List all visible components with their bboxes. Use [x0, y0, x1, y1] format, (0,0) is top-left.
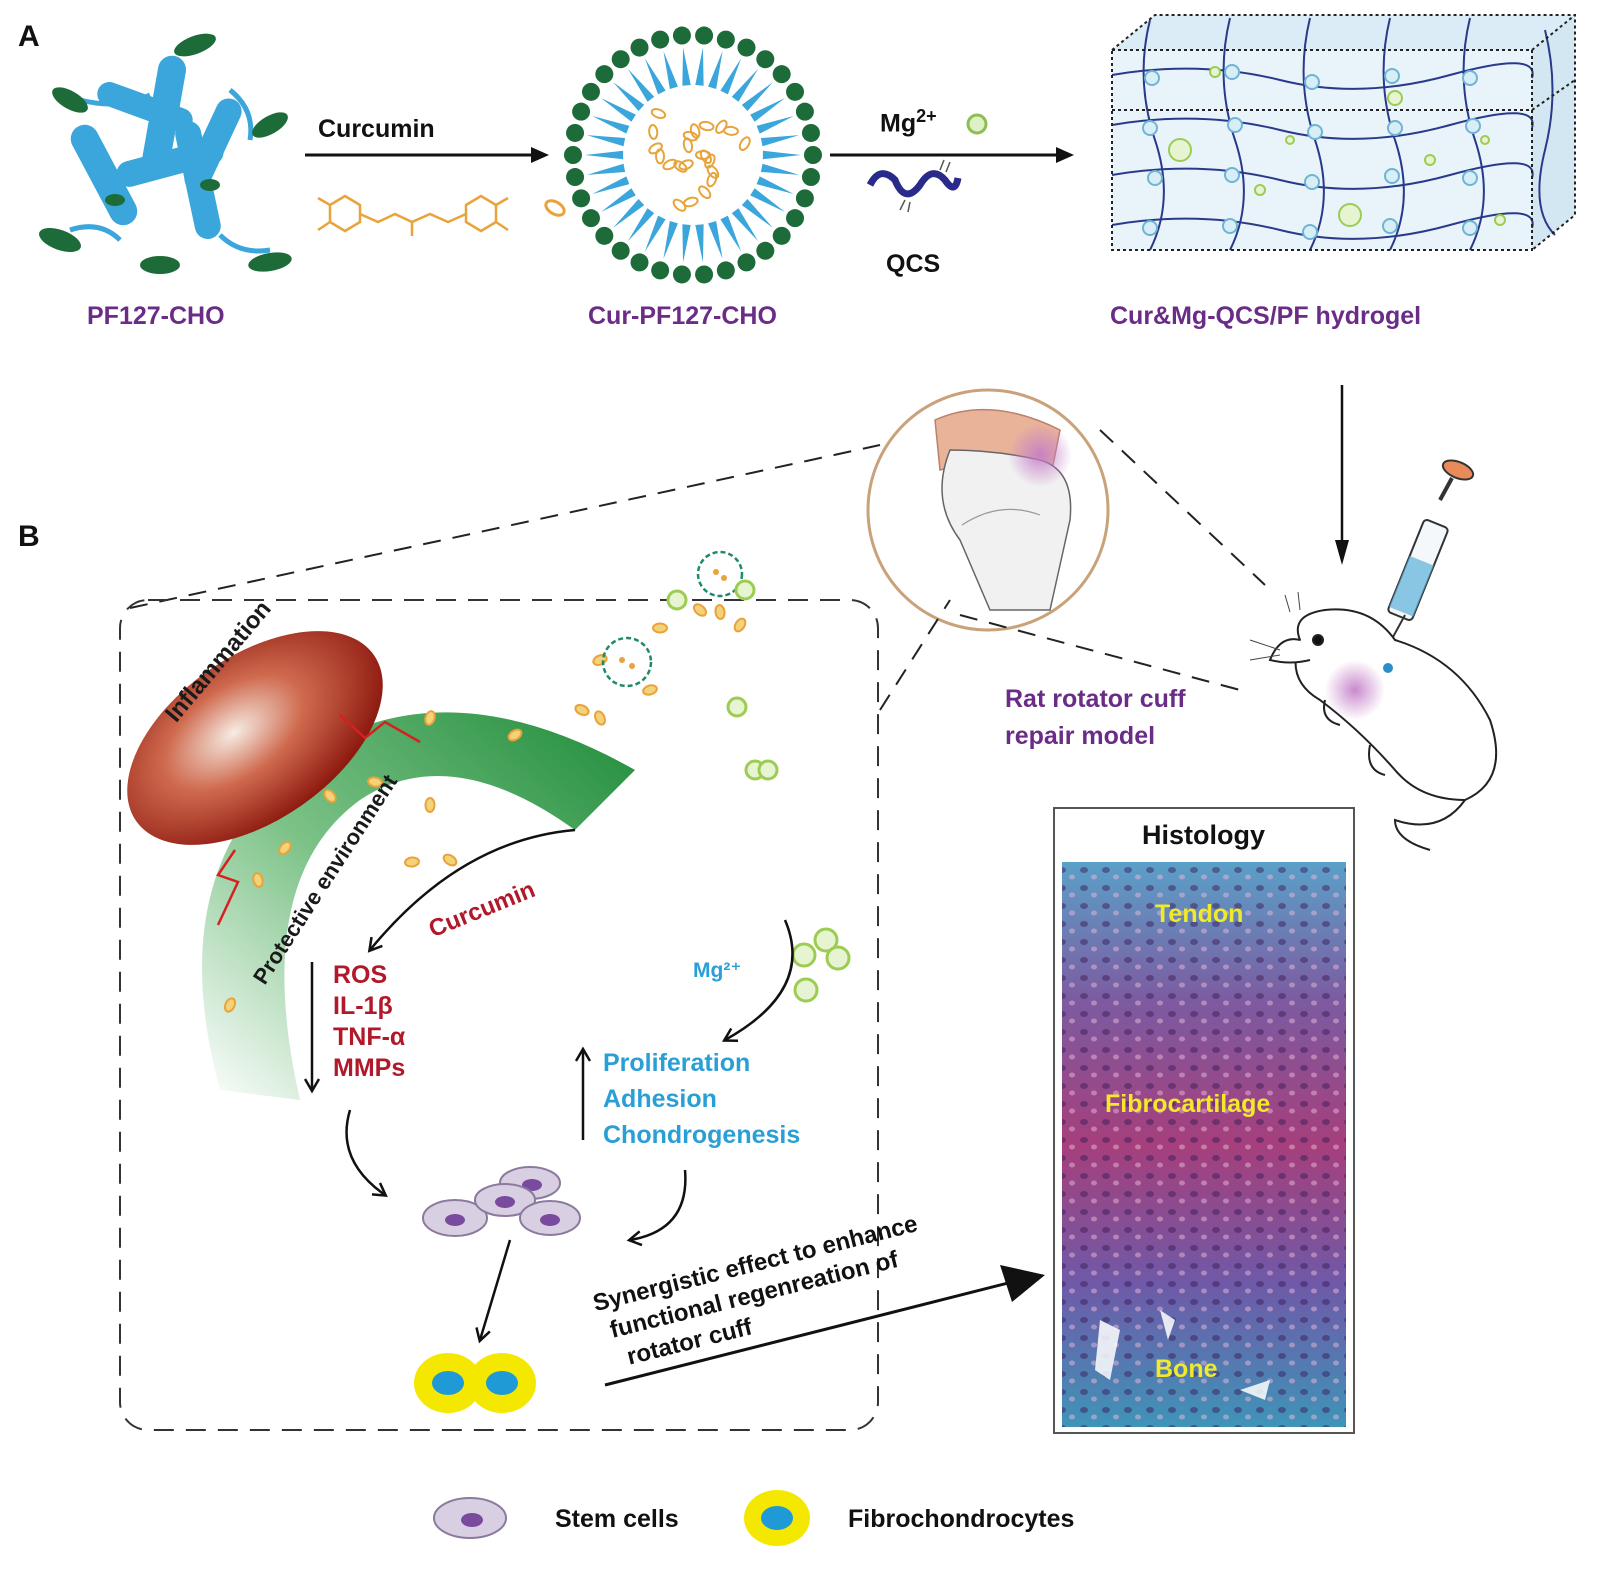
shoulder-magnifier	[866, 388, 1110, 632]
synergy-arrow	[604, 1278, 1021, 1387]
stem-cell-cluster	[422, 1166, 581, 1237]
mg-curve-arrow	[725, 919, 794, 1040]
histology-panel	[1053, 807, 1355, 1434]
to-stem-cells-arrow	[345, 1109, 385, 1195]
qcs-chain-icon	[866, 159, 962, 213]
to-stem-cells-arrow-2	[630, 1169, 687, 1240]
mechanism-panel-border	[119, 599, 879, 1431]
tnfa-label: TNF-α	[333, 1023, 406, 1051]
zoom-lines	[129, 429, 1266, 711]
curcumin-curve-arrow	[370, 828, 576, 950]
proliferation-label: Proliferation	[603, 1049, 751, 1077]
qcs-label: QCS	[886, 250, 941, 278]
differentiation-arrow	[480, 1239, 512, 1340]
adhesion-label: Adhesion	[603, 1085, 717, 1113]
tendon-label: Tendon	[1155, 900, 1244, 928]
model-label-line2: repair model	[1005, 722, 1156, 750]
mg-ion-icon	[966, 113, 988, 135]
model-label-line1: Rat rotator cuff	[1005, 685, 1186, 713]
legend-stem-cells-label: Stem cells	[555, 1505, 679, 1533]
panel-b-label: B	[18, 520, 40, 553]
protective-environment-arc	[202, 712, 635, 1100]
hydrogel-network	[1111, 14, 1576, 251]
rat-illustration	[1249, 591, 1498, 851]
fibrochondrocyte-pair	[414, 1353, 536, 1413]
hydrogel-label: Cur&Mg-QCS/PF hydrogel	[1110, 302, 1422, 330]
panel-a-label: A	[18, 20, 40, 53]
il1b-label: IL-1β	[333, 992, 393, 1020]
small-micelle-icons	[601, 550, 744, 688]
mmps-label: MMPs	[333, 1054, 406, 1082]
chondrogenesis-label: Chondrogenesis	[603, 1121, 801, 1149]
legend-fibrochondrocyte-icon	[744, 1490, 810, 1546]
mg-ion-label: Mg²⁺	[693, 959, 742, 982]
curcumin-arrow-label: Curcumin	[318, 115, 435, 143]
cur-pf127-micelle	[564, 26, 822, 284]
histology-title: Histology	[1142, 820, 1266, 850]
curcumin-particles	[223, 603, 747, 1013]
mg-particles	[666, 579, 851, 1003]
inflammation-ellipse	[127, 631, 383, 845]
fibrocartilage-label: Fibrocartilage	[1105, 1090, 1271, 1118]
ros-label: ROS	[333, 961, 388, 989]
cur-pf127-cho-label: Cur-PF127-CHO	[588, 302, 777, 330]
syringe-icon	[1374, 459, 1475, 671]
lightning-icons	[216, 714, 421, 926]
curcumin-molecule-icon	[544, 199, 566, 217]
bone-label: Bone	[1155, 1355, 1218, 1383]
pf127-cho-molecule	[39, 33, 292, 274]
pf127-cho-label: PF127-CHO	[87, 302, 225, 330]
curcumin-structure	[317, 194, 509, 236]
mg-arrow-label: Mg2+	[880, 106, 937, 138]
legend-stem-cell-icon	[433, 1497, 507, 1539]
legend-fibrochondrocytes-label: Fibrochondrocytes	[848, 1505, 1075, 1533]
